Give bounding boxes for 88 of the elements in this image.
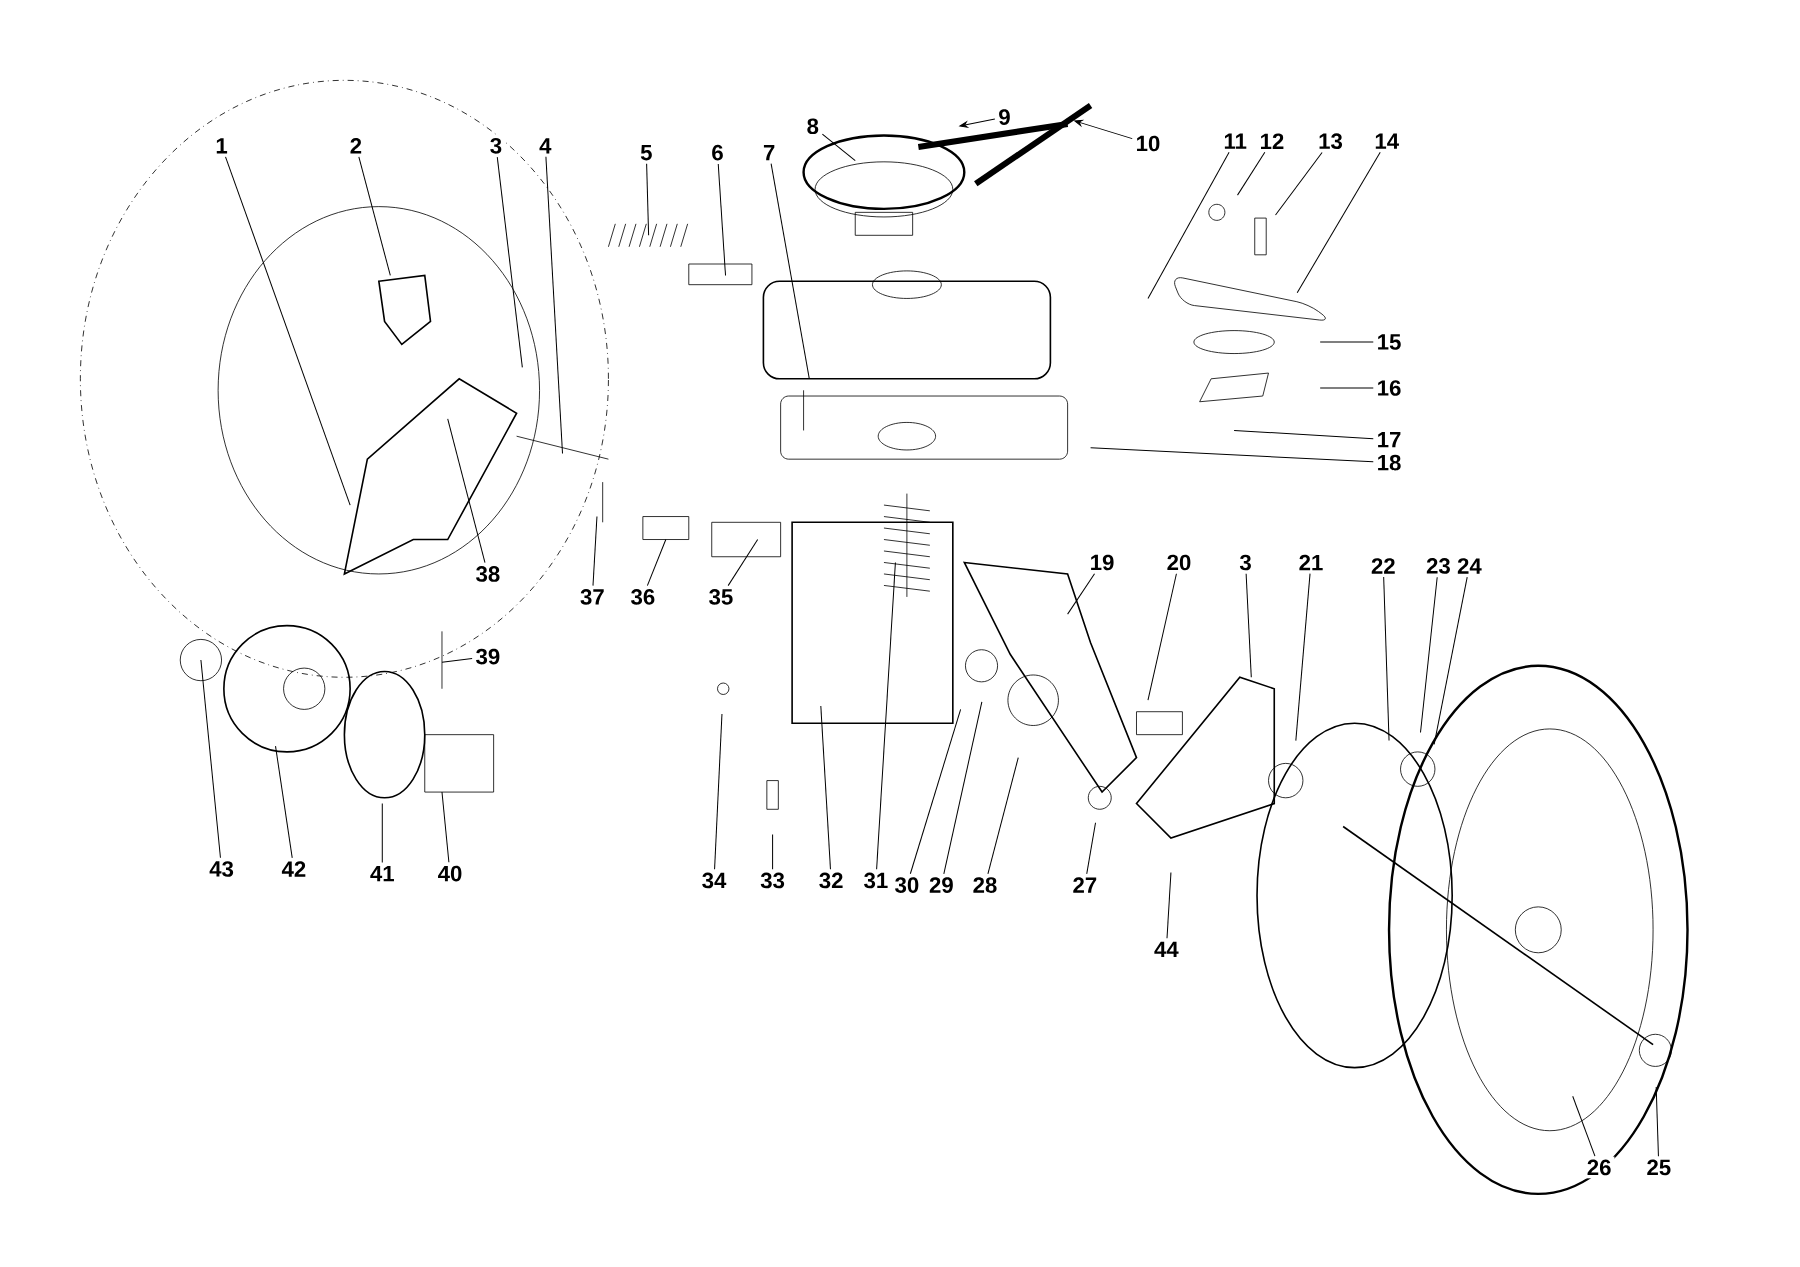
leader-line bbox=[1166, 871, 1172, 939]
callout-number: 34 bbox=[698, 869, 730, 892]
leader-line bbox=[770, 163, 810, 380]
callout-number: 26 bbox=[1583, 1156, 1615, 1179]
leader-line bbox=[646, 538, 667, 586]
leader-line bbox=[1420, 576, 1438, 733]
callout-number: 18 bbox=[1373, 451, 1405, 474]
leader-line bbox=[987, 756, 1019, 875]
callout-number: 3 bbox=[486, 134, 506, 157]
leader-line bbox=[727, 538, 759, 586]
leader-line bbox=[821, 133, 856, 162]
callout-number: 6 bbox=[708, 141, 727, 164]
leader-line bbox=[200, 659, 221, 859]
leader-line bbox=[1147, 573, 1177, 701]
callout-number: 7 bbox=[759, 141, 779, 164]
leader-line bbox=[496, 156, 523, 368]
leader-line bbox=[1237, 151, 1266, 196]
callout-number: 36 bbox=[627, 585, 659, 608]
callout-number: 4 bbox=[536, 134, 555, 157]
callout-number: 35 bbox=[705, 585, 737, 608]
callout-number: 40 bbox=[434, 862, 466, 885]
callout-number: 30 bbox=[891, 874, 923, 896]
leader-line bbox=[714, 713, 723, 870]
leader-line bbox=[1086, 822, 1097, 875]
callout-number: 5 bbox=[637, 141, 656, 164]
callout-number: 33 bbox=[757, 869, 788, 892]
callout-number: 13 bbox=[1315, 130, 1346, 152]
callout-number: 25 bbox=[1643, 1156, 1675, 1179]
leader-line bbox=[909, 708, 962, 875]
leader-line bbox=[441, 791, 450, 863]
callout-number: 21 bbox=[1295, 551, 1327, 574]
callout-number: 38 bbox=[472, 562, 504, 585]
leader-line bbox=[876, 561, 896, 870]
callout-number: 23 bbox=[1423, 554, 1454, 577]
callout-number: 28 bbox=[969, 874, 1001, 896]
leader-line bbox=[1655, 1086, 1659, 1157]
callout-number: 22 bbox=[1367, 555, 1399, 577]
leader-line bbox=[1383, 576, 1390, 741]
leader-line bbox=[820, 705, 831, 870]
leader-line bbox=[1147, 151, 1230, 299]
leader-line bbox=[943, 701, 983, 875]
leader-line bbox=[358, 156, 391, 276]
callout-number: 41 bbox=[366, 862, 398, 885]
callout-number: 16 bbox=[1373, 376, 1405, 399]
leader-line bbox=[1572, 1095, 1596, 1157]
leader-line bbox=[1245, 573, 1252, 678]
leader-line bbox=[1319, 387, 1374, 389]
leader-line bbox=[646, 163, 650, 236]
leader-line bbox=[225, 156, 351, 506]
leader-line bbox=[1067, 573, 1096, 615]
callout-number: 29 bbox=[926, 874, 957, 896]
leader-line bbox=[1319, 341, 1374, 343]
leader-line bbox=[1275, 151, 1323, 216]
leader-line bbox=[275, 745, 293, 859]
leader-line bbox=[381, 802, 383, 863]
callout-number: 19 bbox=[1086, 551, 1118, 574]
leader-line bbox=[1433, 576, 1468, 745]
leader-line bbox=[1296, 151, 1381, 294]
callout-number: 8 bbox=[803, 115, 822, 137]
callout-number: 43 bbox=[206, 857, 237, 880]
callout-number: 27 bbox=[1069, 874, 1101, 896]
callout-number: 3 bbox=[1236, 551, 1255, 574]
callout-number: 42 bbox=[278, 858, 310, 880]
callout-number: 15 bbox=[1373, 331, 1405, 353]
leader-line bbox=[1233, 429, 1374, 440]
callout-number: 20 bbox=[1163, 551, 1195, 574]
callout-number: 44 bbox=[1150, 938, 1182, 960]
leader-line bbox=[1090, 447, 1374, 463]
callout-number: 10 bbox=[1132, 132, 1164, 155]
callout-number: 32 bbox=[815, 869, 847, 892]
callout-number: 31 bbox=[860, 869, 892, 892]
callout-number: 39 bbox=[472, 645, 504, 668]
callout-number: 9 bbox=[995, 106, 1014, 128]
leader-line bbox=[441, 657, 473, 663]
callout-number: 1 bbox=[212, 134, 231, 157]
callout-number: 11 bbox=[1220, 130, 1250, 152]
callout-number: 24 bbox=[1454, 555, 1485, 577]
leader-line bbox=[772, 833, 774, 870]
leader-line bbox=[1295, 573, 1311, 741]
leader-line bbox=[545, 156, 563, 454]
callout-number: 2 bbox=[346, 134, 366, 157]
callout-number: 12 bbox=[1256, 130, 1288, 152]
callout-number: 37 bbox=[577, 585, 608, 608]
leader-line bbox=[447, 418, 486, 563]
leader-line bbox=[717, 163, 727, 276]
callout-number: 14 bbox=[1371, 130, 1403, 152]
leader-line bbox=[592, 515, 598, 586]
callout-number: 17 bbox=[1373, 428, 1405, 451]
